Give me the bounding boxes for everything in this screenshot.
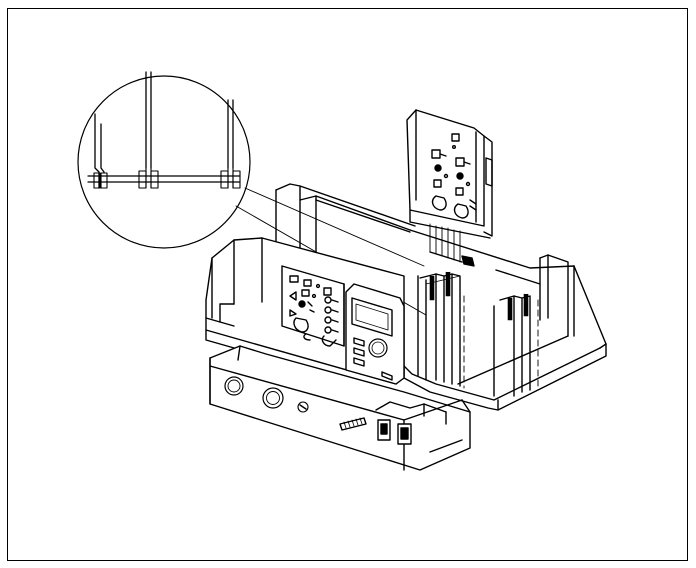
control-unit-housing — [205, 237, 405, 448]
control-unit-base — [209, 345, 471, 471]
module-slot-clips — [417, 271, 539, 397]
plug-in-module — [406, 109, 493, 267]
detail-magnifier-circle — [77, 71, 251, 249]
base-tray — [403, 229, 607, 411]
base-tray-rear-wall — [275, 183, 569, 337]
